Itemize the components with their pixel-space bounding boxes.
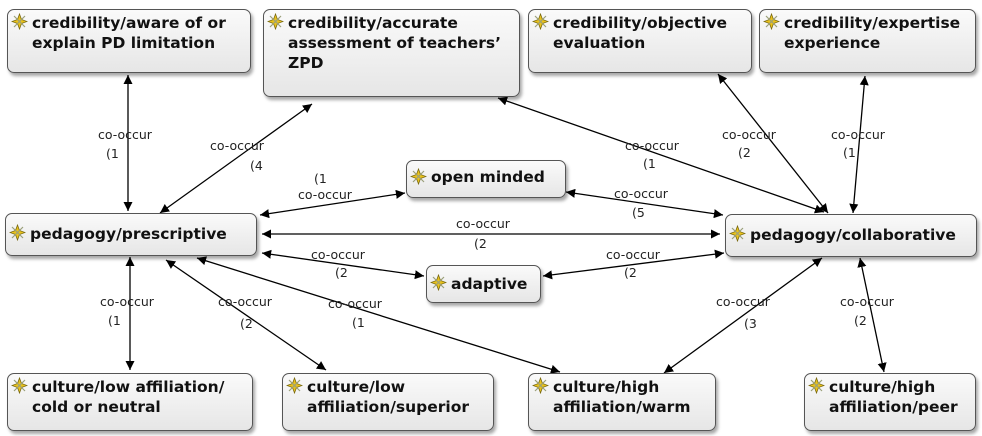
edge-count: (1 — [106, 146, 119, 161]
node-label: pedagogy/prescriptive — [30, 225, 227, 243]
edge-label: co-occur — [722, 127, 777, 142]
edge-count: (4 — [250, 158, 263, 173]
code-icon — [531, 376, 550, 395]
node-label: pedagogy/collaborative — [750, 226, 956, 244]
node-credibility-aware-limitation[interactable]: credibility/aware of or explain PD limit… — [7, 9, 251, 73]
edge-label: co-occur — [298, 187, 353, 202]
edge-label: co-occur — [100, 294, 155, 309]
code-icon — [409, 167, 428, 186]
node-label: adaptive — [451, 275, 528, 293]
edge-count: (2 — [738, 145, 751, 160]
node-label: credibility/expertise experience — [784, 14, 961, 52]
code-icon — [762, 12, 781, 31]
node-label: culture/low affiliation/superior — [307, 378, 470, 416]
code-icon — [807, 376, 826, 395]
edge-count: (2 — [240, 316, 253, 331]
edge-adaptive-collaborative — [542, 249, 725, 280]
node-credibility-expertise[interactable]: credibility/expertise experience — [759, 9, 976, 73]
edge-expertise-collaborative — [849, 75, 869, 214]
node-open-minded[interactable]: open minded — [406, 160, 566, 198]
node-label: culture/low affiliation/ cold or neutral — [32, 378, 225, 416]
edge-label: co-occur — [831, 127, 886, 142]
edge-count: (5 — [632, 205, 645, 220]
edge-label: co-occur — [218, 294, 273, 309]
edge-openminded-prescriptive — [259, 189, 406, 219]
node-label: credibility/accurate assessment of teach… — [288, 14, 502, 72]
edge-openminded-collaborative — [565, 188, 724, 219]
edge-count: (1 — [314, 171, 327, 186]
edge-label: co-occur — [606, 247, 661, 262]
node-label: culture/high affiliation/peer — [829, 378, 958, 416]
code-icon — [728, 224, 747, 243]
edge-label: co-occur — [456, 216, 511, 231]
code-icon — [10, 376, 29, 395]
edge-label: co-occur — [210, 138, 265, 153]
node-label: open minded — [431, 168, 545, 186]
edge-count: (2 — [854, 313, 867, 328]
node-label: credibility/aware of or explain PD limit… — [32, 14, 226, 52]
node-culture-low-cold[interactable]: culture/low affiliation/ cold or neutral — [7, 373, 253, 431]
edge-count: (2 — [335, 265, 348, 280]
code-icon — [429, 273, 448, 292]
code-icon — [531, 12, 550, 31]
code-icon — [266, 12, 285, 31]
edge-count: (1 — [352, 315, 365, 330]
edge-label: co-occur — [716, 294, 771, 309]
node-culture-high-warm[interactable]: culture/high affiliation/warm — [528, 373, 716, 431]
edge-prescriptive-superior — [165, 259, 327, 371]
edge-count: (3 — [744, 316, 757, 331]
node-culture-low-superior[interactable]: culture/low affiliation/superior — [282, 373, 494, 431]
node-credibility-objective[interactable]: credibility/objective evaluation — [528, 9, 752, 73]
node-culture-high-peer[interactable]: culture/high affiliation/peer — [804, 373, 976, 431]
edge-collaborative-warm — [663, 257, 823, 374]
edge-label: co-occur — [98, 127, 153, 142]
edge-label: co-occur — [614, 186, 669, 201]
edge-count: (2 — [624, 265, 637, 280]
edge-prescriptive-warm — [196, 256, 561, 374]
node-label: credibility/objective evaluation — [553, 14, 728, 52]
edge-count: (1 — [108, 313, 121, 328]
edge-label: co-occur — [840, 294, 895, 309]
edge-count: (1 — [843, 145, 856, 160]
node-credibility-accurate-zpd[interactable]: credibility/accurate assessment of teach… — [263, 9, 520, 97]
edge-count: (2 — [474, 236, 487, 251]
node-adaptive[interactable]: adaptive — [426, 265, 541, 303]
edge-label: co-occur — [625, 138, 680, 153]
edge-collaborative-peer — [857, 257, 887, 373]
edge-label: co-occur — [311, 247, 366, 262]
edge-zpd-prescriptive — [159, 103, 313, 214]
edge-label: co-occur — [328, 296, 383, 311]
node-pedagogy-collaborative[interactable]: pedagogy/collaborative — [725, 214, 977, 257]
code-icon — [10, 12, 29, 31]
node-pedagogy-prescriptive[interactable]: pedagogy/prescriptive — [5, 213, 257, 256]
node-label: culture/high affiliation/warm — [553, 378, 691, 416]
edge-count: (1 — [643, 156, 656, 171]
edge-objective-collaborative — [717, 73, 829, 214]
code-icon — [8, 223, 27, 242]
code-icon — [285, 376, 304, 395]
